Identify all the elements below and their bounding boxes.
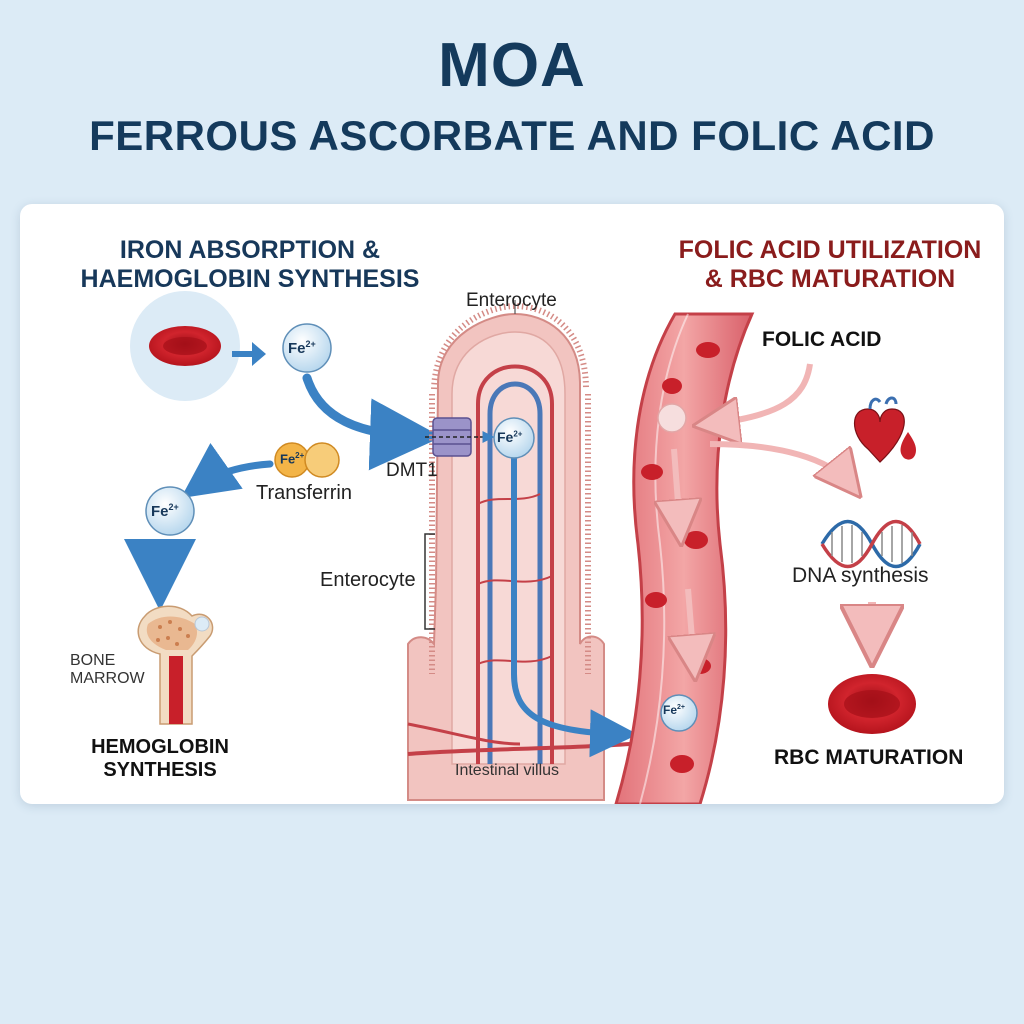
diagram-card: IRON ABSORPTION & HAEMOGLOBIN SYNTHESIS … <box>20 204 1004 804</box>
bone-marrow-icon <box>138 606 212 724</box>
right-heading-line1: FOLIC ACID UTILIZATION <box>640 236 1004 265</box>
right-heading-line2: & RBC MATURATION <box>640 265 1004 294</box>
left-heading-line1: IRON ABSORPTION & <box>60 236 440 265</box>
bone-marrow-label-line2: MARROW <box>70 670 145 688</box>
page-title: MOA <box>0 30 1024 101</box>
rbc-source-icon <box>130 291 240 401</box>
enterocyte-top-label: Enterocyte <box>466 290 557 312</box>
transferrin-label: Transferrin <box>256 482 352 505</box>
dmt1-label: DMT1 <box>386 460 438 482</box>
transferrin-fe-label: Fe2+ <box>280 451 304 467</box>
bone-marrow-label-line1: BONE <box>70 652 145 670</box>
arrow-fe-to-dmt1 <box>307 378 415 436</box>
arrow-vessel-to-dna <box>710 444 850 484</box>
intestinal-villus-illustration <box>408 306 630 800</box>
heart-icon <box>855 398 905 462</box>
fe-ion-label: Fe2+ <box>151 502 179 520</box>
rbc-mature-icon <box>828 674 916 734</box>
villus-label: Intestinal villus <box>455 762 559 780</box>
page-subtitle: FERROUS ASCORBATE AND FOLIC ACID <box>0 112 1024 160</box>
left-heading-line2: HAEMOGLOBIN SYNTHESIS <box>60 265 440 294</box>
dna-synthesis-label: DNA synthesis <box>792 564 929 588</box>
folic-acid-label: FOLIC ACID <box>762 328 881 352</box>
hemoglobin-label-line2: SYNTHESIS <box>80 759 240 782</box>
rbc-maturation-label: RBC MATURATION <box>774 746 963 770</box>
dna-icon <box>822 522 920 567</box>
fe-ion-label: Fe2+ <box>663 704 685 718</box>
fe-ion-label: Fe2+ <box>288 339 316 357</box>
enterocyte-side-label: Enterocyte <box>320 569 416 592</box>
hemoglobin-label-line1: HEMOGLOBIN <box>80 736 240 759</box>
blood-drop-icon <box>901 432 916 460</box>
fe-ion-label: Fe2+ <box>497 429 522 445</box>
